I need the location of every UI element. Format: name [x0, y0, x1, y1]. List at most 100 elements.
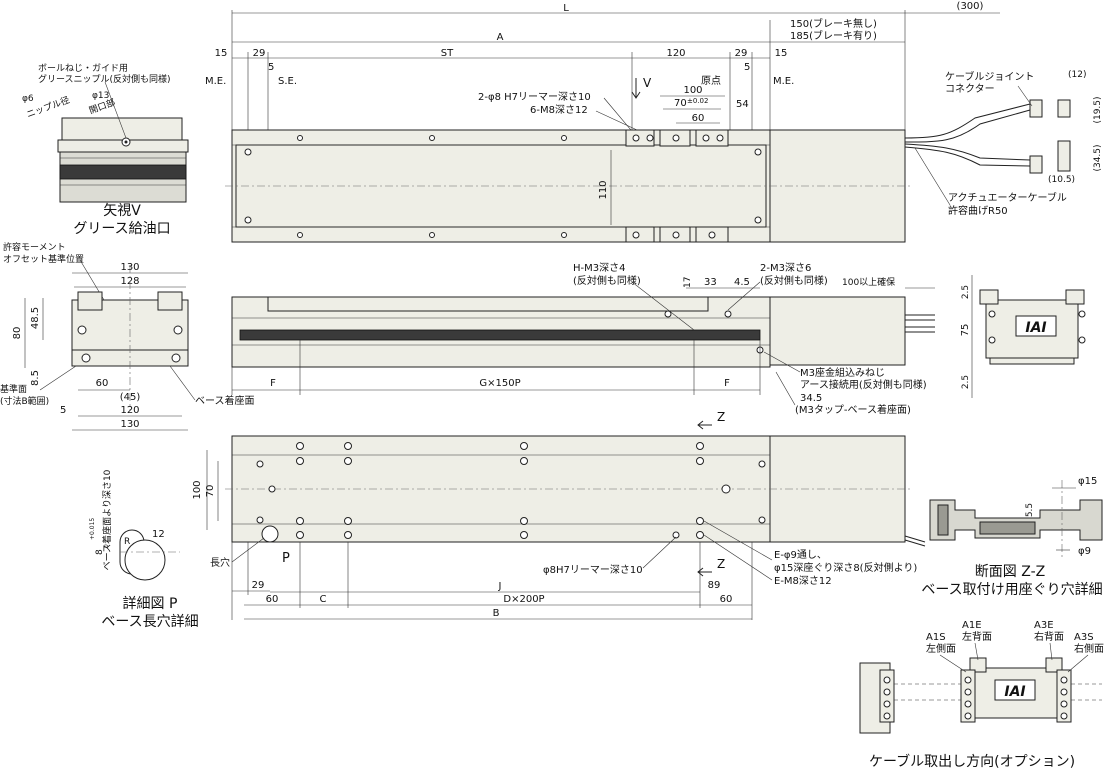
dim-5b: 5 — [744, 62, 750, 73]
label-se: S.E. — [278, 76, 297, 87]
label-m3-tap: (M3タップ-ベース着座面) — [795, 403, 911, 416]
label-e-phi15: φ15深座ぐり深さ8(反対側より) — [774, 561, 917, 574]
label-e-m8: E-M8深さ12 — [774, 575, 832, 587]
bottom-view: Z — [192, 410, 926, 620]
label-ball-screw-2: グリースニップル(反対側も同様) — [38, 73, 171, 85]
title-grease-port: グリース給油口 — [73, 221, 170, 237]
dim-89: 89 — [708, 580, 721, 591]
dim-29b: 29 — [735, 48, 748, 59]
label-a1e-2: 左背面 — [962, 630, 992, 643]
label-phi13: φ13 — [92, 91, 109, 101]
dim-D: D×200P — [503, 594, 544, 605]
label-z-bottom: Z — [717, 557, 725, 571]
section-zz: φ15 5.5 φ9 断面図 Z-Z ベース取付け用座ぐり穴詳細 — [921, 476, 1102, 598]
cable-direction-option: A1S 左側面 A1E 左背面 A3E 右背面 A3S 右側面 IAI — [859, 620, 1104, 770]
dim-5l: 5 — [60, 405, 66, 416]
label-me-right: M.E. — [773, 76, 794, 87]
side-view: H-M3深さ4 (反対側も同様) 2-M3深さ6 (反対側も同様) 17 33 … — [231, 262, 935, 416]
dim-8tol: 8 — [95, 549, 105, 555]
label-a1s-1: A1S — [926, 632, 946, 643]
dim-8tol-sub: 0 — [103, 544, 110, 548]
dim-17: 17 — [683, 277, 693, 288]
dim-75: 75 — [960, 324, 971, 337]
dim-10-5: (10.5) — [1048, 175, 1075, 185]
dim-F-left: F — [270, 378, 276, 389]
dim-15b: 15 — [775, 48, 788, 59]
dim-12p: 12 — [152, 529, 165, 540]
label-e-phi9: E-φ9通し、 — [774, 549, 827, 561]
dim-ST: ST — [441, 48, 454, 59]
dim-15a: 15 — [215, 48, 228, 59]
dim-8-5: 8.5 — [30, 370, 41, 386]
dim-12: (12) — [1068, 70, 1086, 80]
dim-100-ok: 100以上確保 — [842, 276, 895, 288]
dim-8tol-sup: +0.015 — [89, 518, 96, 540]
label-ref-surface-1: 基準面 — [0, 383, 27, 395]
label-a1e-1: A1E — [962, 620, 982, 631]
label-moment-2: オフセット基準位置 — [3, 253, 84, 265]
dim-2-5a: 2.5 — [961, 285, 971, 299]
dim-C: C — [320, 594, 327, 605]
label-reamer: 2-φ8 H7リーマー深さ10 — [478, 91, 591, 103]
label-m3-ground-2: アース接続用(反対側も同様) — [800, 378, 927, 391]
dim-5a: 5 — [268, 62, 274, 73]
dim-60: 60 — [692, 113, 705, 124]
dim-F-right: F — [724, 378, 730, 389]
label-z-top: Z — [717, 410, 725, 424]
dim-33: 33 — [704, 277, 717, 288]
detail-p: ベース着座面より深さ10 8 +0.015 0 12 R 詳細図 P ベース長穴… — [89, 469, 199, 630]
dim-29c: 29 — [252, 580, 265, 591]
label-view-v: V — [643, 76, 652, 90]
dim-60l: 60 — [96, 378, 109, 389]
end-view-right: IAI 2.5 75 2.5 — [960, 275, 1086, 398]
dim-80: 80 — [12, 327, 23, 340]
dim-48-5: 48.5 — [30, 307, 41, 329]
logo-iai-2: IAI — [1004, 684, 1025, 700]
label-ref-surface-2: (寸法B範囲) — [0, 395, 49, 407]
top-view: L (300) A 150(ブレーキ無し) 185(ブレーキ有り) 15 29 … — [205, 1, 1103, 243]
dim-34-5b: 34.5 — [800, 393, 822, 404]
label-hm3-2: (反対側も同様) — [573, 274, 641, 287]
label-actuator-cable-2: 許容曲げR50 — [948, 204, 1008, 217]
view-v: ボールねじ・ガイド用 グリースニップル(反対側も同様) φ6 ニップル径 φ13… — [22, 63, 189, 237]
dim-5-5: 5.5 — [1025, 503, 1035, 517]
label-m3-ground-1: M3座金組込みねじ — [800, 366, 885, 379]
label-r-mark: R — [124, 537, 130, 547]
label-p-mark: P — [282, 551, 290, 566]
label-m8-6: 6-M8深さ12 — [530, 104, 588, 116]
dim-2-5b: 2.5 — [961, 375, 971, 389]
label-m3-2-2: (反対側も同様) — [760, 274, 828, 287]
dim-34-5: (34.5) — [1093, 144, 1103, 171]
dim-J: J — [498, 581, 502, 592]
dim-185: 185(ブレーキ有り) — [790, 29, 877, 42]
dim-4-5: 4.5 — [734, 277, 750, 288]
label-origin: 原点 — [701, 75, 721, 87]
dim-120l: 120 — [120, 405, 139, 416]
dim-L: L — [563, 3, 569, 14]
dim-150: 150(ブレーキ無し) — [790, 17, 877, 30]
dim-100v: 100 — [192, 480, 203, 499]
label-m3-2-1: 2-M3深さ6 — [760, 262, 811, 274]
dim-70v: 70 — [205, 485, 216, 498]
label-actuator-cable-1: アクチュエーターケーブル — [948, 191, 1067, 204]
dim-G: G×150P — [479, 378, 520, 389]
label-phi6: φ6 — [22, 94, 34, 104]
dim-110: 110 — [598, 180, 609, 199]
dim-29a: 29 — [253, 48, 266, 59]
label-ball-screw-1: ボールねじ・ガイド用 — [38, 63, 128, 74]
title-section-zz-2: ベース取付け用座ぐり穴詳細 — [921, 582, 1102, 598]
dim-300: (300) — [957, 1, 984, 12]
label-depth10: ベース着座面より深さ10 — [101, 469, 113, 570]
bottom-holes — [256, 442, 766, 543]
dim-phi9: φ9 — [1078, 546, 1091, 557]
dim-60a: 60 — [266, 594, 279, 605]
label-moment-1: 許容モーメント — [3, 241, 66, 253]
label-a3s-2: 右側面 — [1074, 642, 1104, 655]
title-cable-direction: ケーブル取出し方向(オプション) — [869, 753, 1075, 770]
dim-54: 54 — [736, 99, 749, 110]
dim-A: A — [497, 32, 504, 43]
dim-70: 70 — [674, 98, 687, 109]
title-detail-p-1: 詳細図 P — [123, 596, 178, 612]
dim-45p: (45) — [120, 392, 141, 403]
